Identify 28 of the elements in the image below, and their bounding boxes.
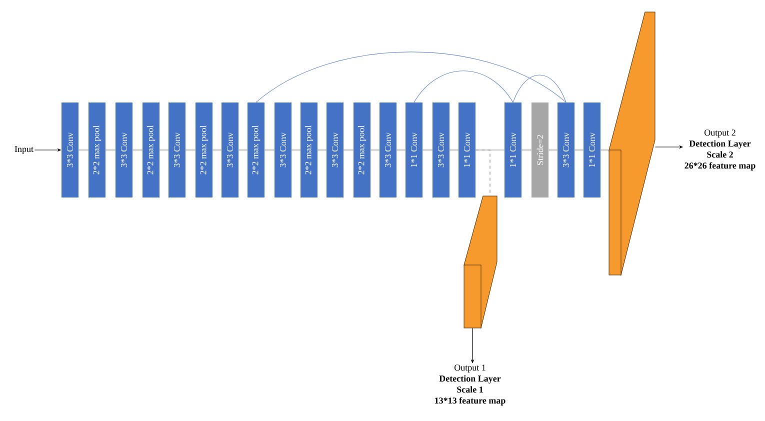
- skip-connection-arc: [256, 52, 566, 103]
- layer-block: 2*2 max pool: [196, 102, 212, 198]
- layer-block: 1*1 Conv: [504, 102, 522, 198]
- skip-connection-arc: [512, 74, 566, 103]
- layer-block: 3*3 Conv: [222, 102, 238, 198]
- feature-map-prism: [464, 196, 498, 328]
- output-label: Output 1 Detection Layer Scale 1 13*13 feature map: [435, 364, 506, 406]
- layer-block: 1*1 Conv: [458, 102, 476, 198]
- output-label: Output 2 Detection Layer Scale 2 26*26 feature map: [684, 130, 756, 170]
- layer-block: 1*1 Conv: [406, 102, 422, 198]
- stride-block: Stride=2: [532, 102, 548, 198]
- layer-block: 2*2 max pool: [142, 102, 160, 198]
- layer-block: 3*3 Conv: [168, 102, 186, 198]
- layer-block: 3*3 Conv: [62, 102, 78, 198]
- layer-block: 2*2 max pool: [354, 102, 370, 198]
- layer-block: 3*3 Conv: [274, 102, 292, 198]
- layer-block: 3*3 Conv: [380, 102, 396, 198]
- layer-block: 3*3 Conv: [326, 102, 344, 198]
- layer-block: 3*3 Conv: [558, 102, 574, 198]
- layer-block: 3*3 Conv: [116, 102, 132, 198]
- feature-map-prism: [608, 12, 656, 276]
- layer-block: 2*2 max pool: [300, 102, 318, 198]
- layer-block: 3*3 Conv: [432, 102, 450, 198]
- layer-block: 2*2 max pool: [88, 102, 106, 198]
- input-label: Input: [14, 146, 34, 154]
- layer-block: 2*2 max pool: [248, 102, 264, 198]
- layer-block: 1*1 Conv: [584, 102, 600, 198]
- skip-connection-arc: [414, 70, 514, 103]
